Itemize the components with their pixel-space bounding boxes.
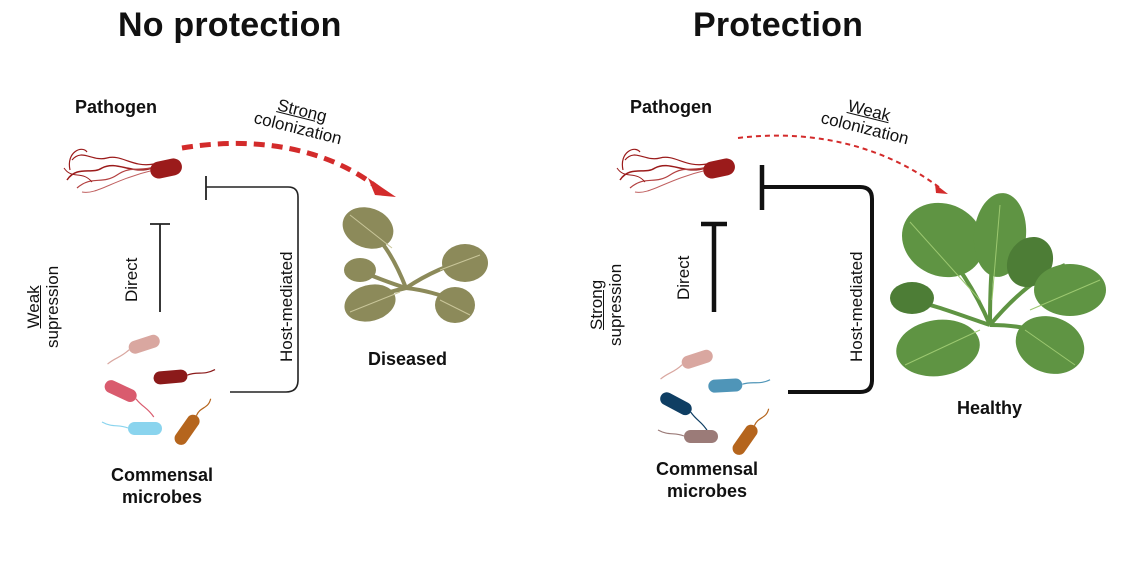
commensal-label-line1: Commensal: [110, 465, 214, 485]
plant-state-label: Diseased: [368, 349, 448, 369]
direct-inhibition-line: [701, 221, 727, 312]
commensal-label: Commensal microbes: [97, 464, 227, 508]
commensal-label-line2: microbes: [666, 481, 748, 501]
commensal-label: Commensal microbes: [642, 458, 772, 502]
diagram-graphics: [616, 134, 1106, 455]
commensal-microbes-icon: [657, 349, 771, 455]
suppression-strength: Weak: [24, 285, 43, 329]
pathogen-label: Pathogen: [75, 97, 158, 117]
host-mediated-inhibition-line: [205, 176, 299, 393]
pathogen-label: Pathogen: [630, 97, 713, 117]
commensal-label-line2: microbes: [121, 487, 203, 507]
diagram-graphics: [63, 140, 488, 445]
commensal-microbes-icon: [101, 334, 216, 445]
wilted-plant-icon: [342, 207, 488, 323]
direct-label: Direct: [674, 255, 693, 300]
colonization-arrow: [737, 134, 941, 189]
host-mediated-label: Host-mediated: [277, 251, 296, 362]
pathogen-icon: [63, 148, 182, 193]
arrow-head: [935, 184, 948, 194]
suppression-label: Weak supression: [24, 266, 62, 348]
arrow-head: [368, 178, 396, 197]
panel-title: Protection: [693, 6, 864, 44]
suppression-strength: Strong: [587, 279, 606, 330]
plant-state-label: Healthy: [957, 398, 1023, 418]
panel-protection: Protection: [560, 0, 1120, 574]
direct-label: Direct: [122, 257, 141, 302]
host-mediated-label: Host-mediated: [847, 251, 866, 362]
direct-inhibition-line: [150, 223, 170, 312]
suppression-word: supression: [43, 265, 62, 348]
host-mediated-inhibition-line: [759, 165, 874, 394]
panel-no-protection: No protection: [0, 0, 560, 574]
commensal-label-line1: Commensal: [655, 459, 759, 479]
healthy-plant-icon: [890, 193, 1106, 377]
pathogen-icon: [616, 148, 735, 193]
panel-title: No protection: [118, 6, 342, 44]
suppression-label: Strong supression: [587, 264, 625, 346]
colonization-arrow: [181, 140, 380, 190]
suppression-word: supression: [606, 263, 625, 346]
